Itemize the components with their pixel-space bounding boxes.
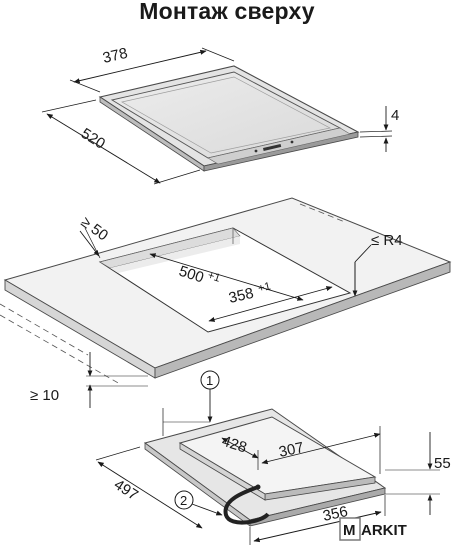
callout-1-label: 1 (206, 373, 213, 388)
cutout-width-label: 358 (227, 285, 255, 307)
cutout-length-tolerance: +1 (206, 269, 222, 284)
cooktop-height-label: 4 (391, 107, 399, 124)
cutout-length-label: 500 (177, 263, 206, 287)
base-width-label: 307 (277, 439, 305, 461)
cooktop-illustration: 378 520 4 (41, 45, 399, 185)
cutout-radius-label: ≤ R4 (371, 232, 403, 249)
markit-watermark: M ARKIT (339, 517, 407, 541)
worktop-thickness-label: ≥ 10 (30, 387, 59, 404)
worktop-illustration: ≥ 50 500 +1 358 +1 ≤ R4 ≥ 10 (0, 197, 452, 408)
watermark-letter: M (343, 522, 356, 539)
base-depth-label: 428 (220, 433, 249, 457)
callout-2-label: 2 (180, 493, 187, 508)
page-title: Монтаж сверху (139, 0, 315, 24)
base-height-label: 55 (434, 455, 451, 472)
watermark-text: ARKIT (361, 522, 407, 539)
cooktop-width-label: 378 (101, 45, 129, 67)
base-unit-illustration: 1 2 428 307 55 497 356 (95, 370, 451, 545)
cutout-width-tolerance: +1 (257, 280, 272, 295)
cutout-edge-min-label: ≥ 50 (78, 213, 112, 244)
base-overall-depth-label: 497 (111, 476, 141, 504)
